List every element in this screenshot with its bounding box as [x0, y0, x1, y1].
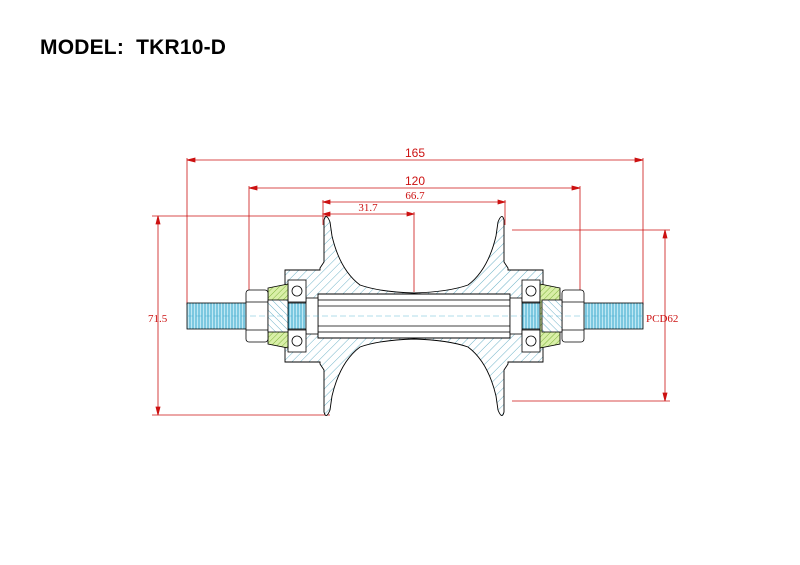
hub-shell — [284, 216, 544, 416]
left-bearing — [287, 279, 307, 353]
dim-overall-length: 165 — [405, 146, 425, 160]
dimension-lines — [152, 157, 670, 416]
model-title: MODEL: TKR10-D — [40, 36, 227, 59]
dim-flange-inner: 66.7 — [405, 190, 425, 202]
right-bearing — [521, 279, 541, 353]
dim-center-offset: 31.7 — [358, 202, 378, 214]
dim-flange-diameter: 71.5 — [148, 313, 168, 325]
dim-flange-outer: 120 — [405, 174, 425, 188]
dim-pcd: PCD62 — [646, 313, 678, 325]
